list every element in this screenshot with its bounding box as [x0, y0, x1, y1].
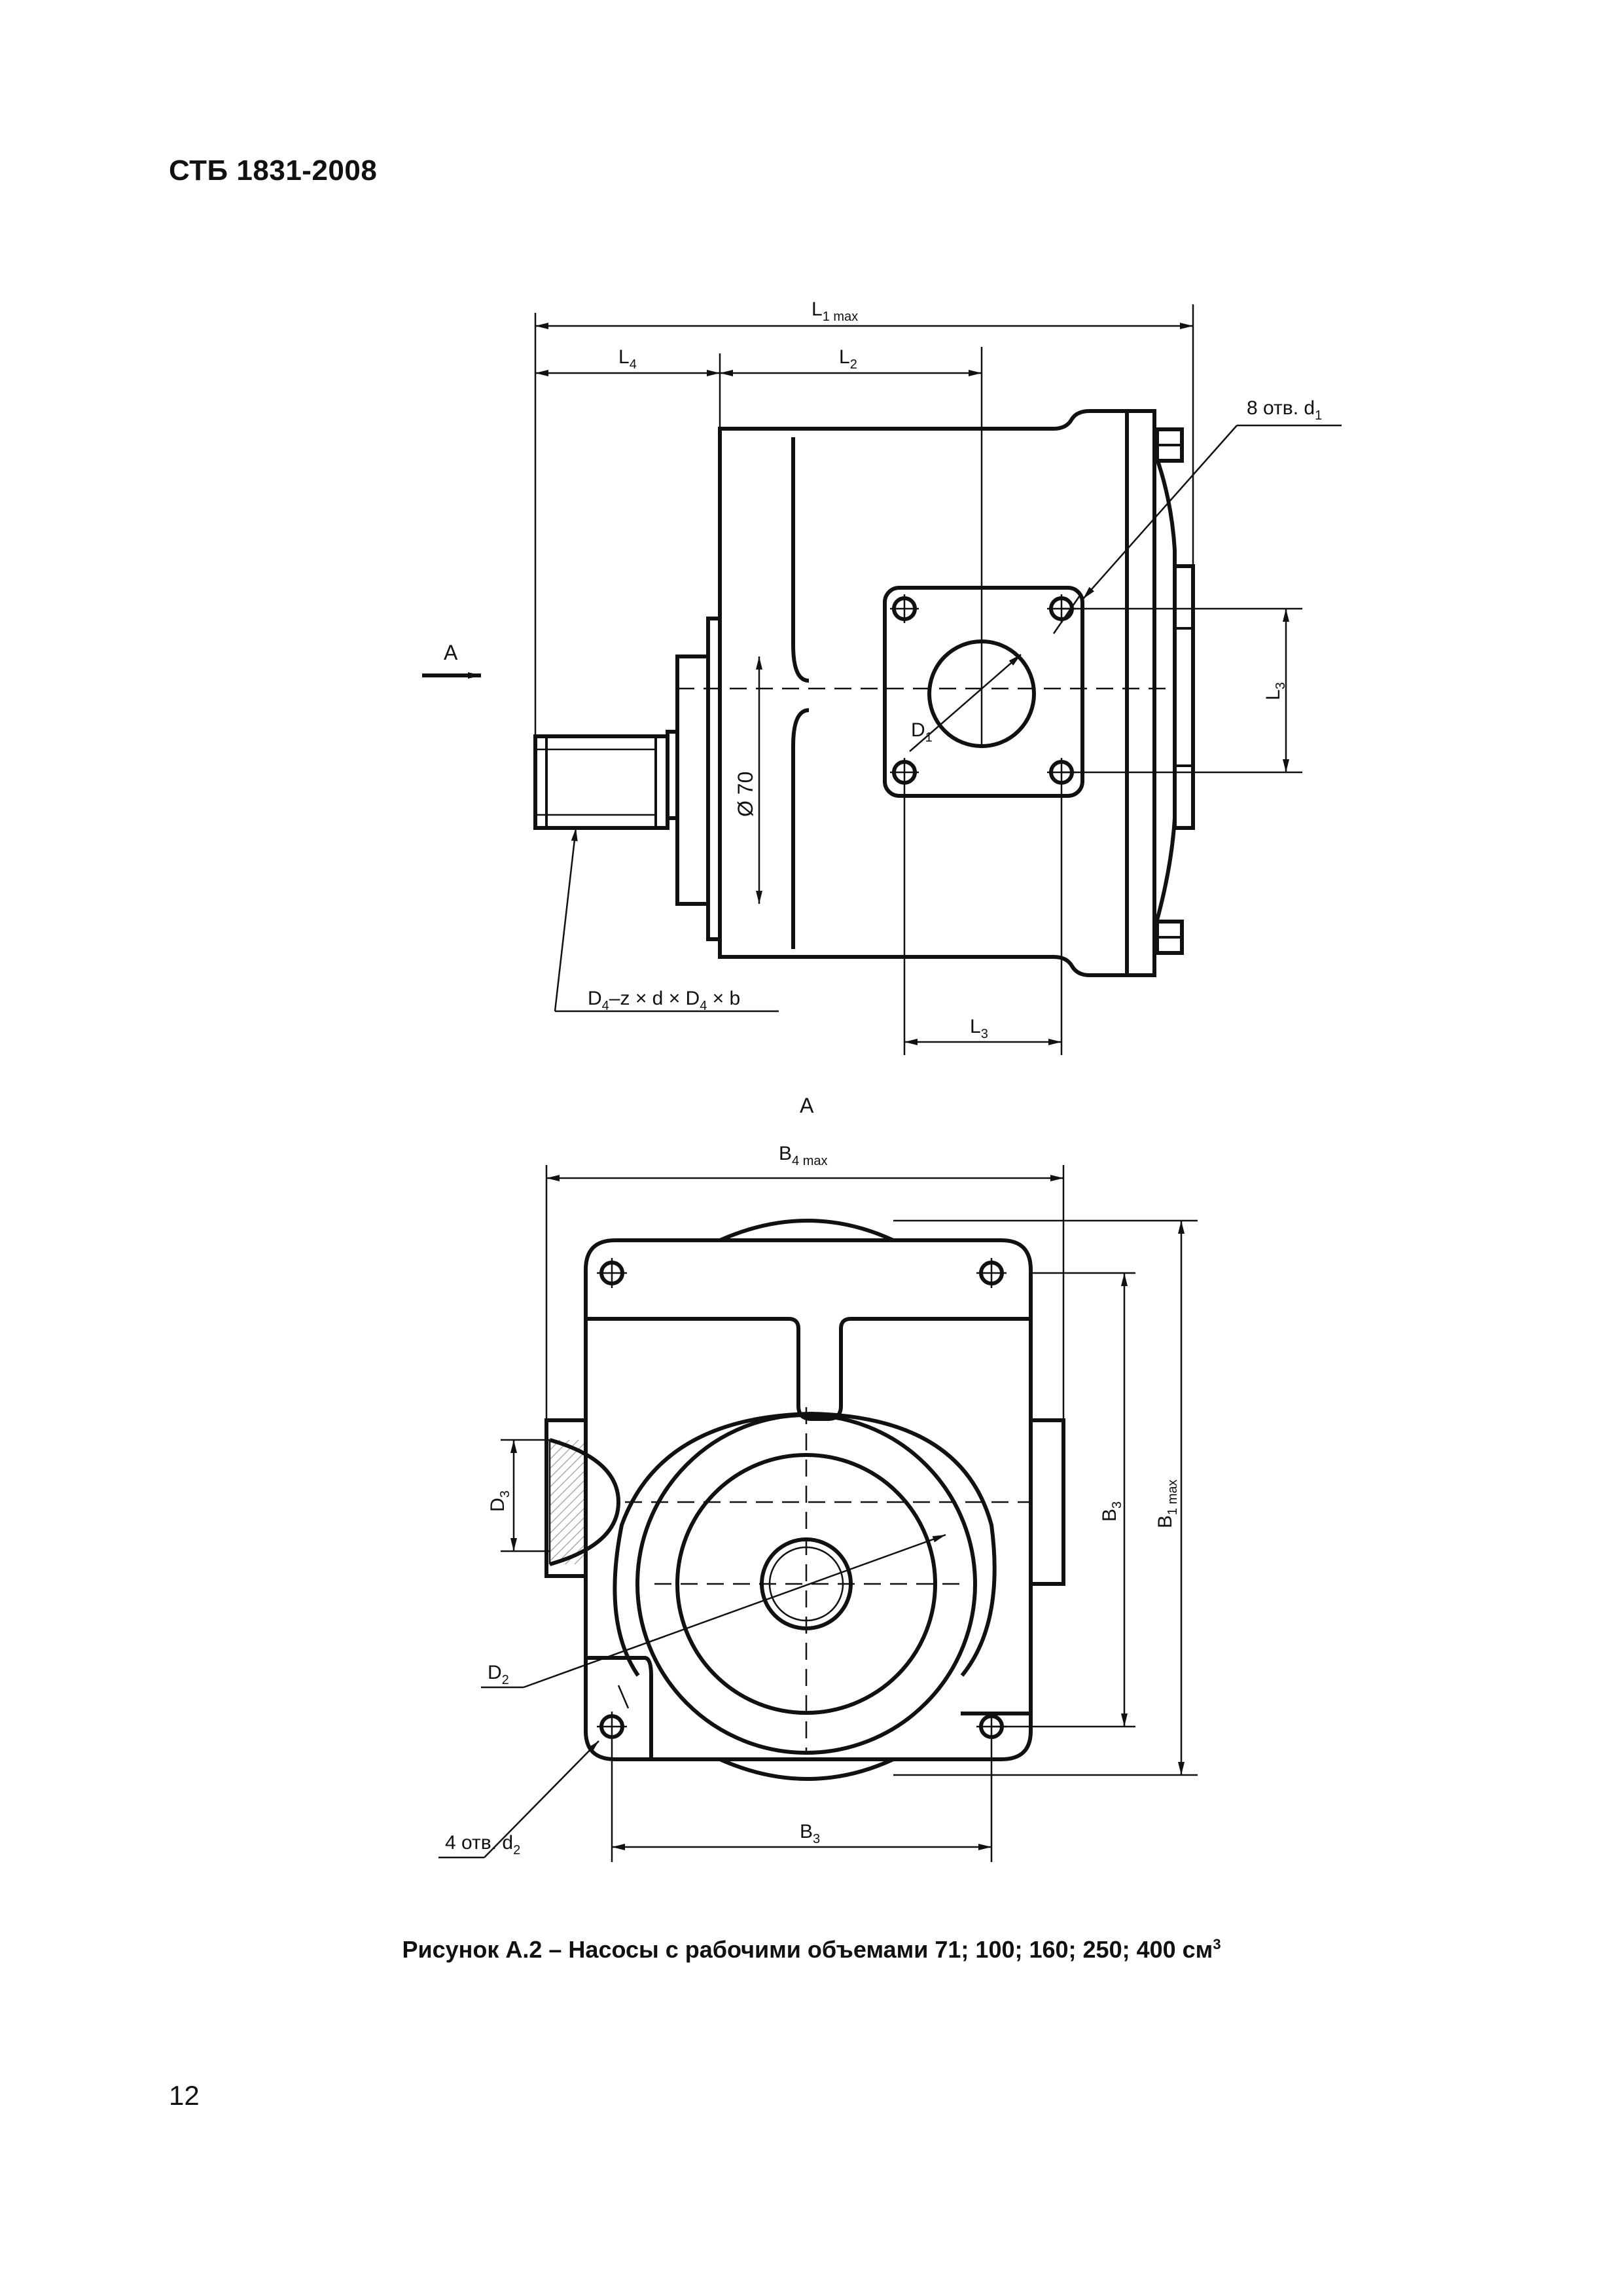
caption-superscript: 3: [1213, 1936, 1221, 1952]
mount-hole-bl: [597, 1712, 627, 1742]
label-L3-bottom: L3: [970, 1016, 988, 1041]
label-4-holes: 4 отв. d2: [445, 1832, 520, 1857]
side-view: [533, 347, 1195, 977]
side-view-dimensions: [422, 304, 1342, 1055]
mount-hole-tr: [976, 1258, 1007, 1288]
label-phi70: Ø 70: [734, 772, 757, 817]
label-D1: D1: [911, 719, 933, 745]
document-code: СТБ 1831-2008: [169, 154, 378, 187]
label-spline: D4–z × d × D4 × b: [588, 988, 740, 1013]
label-L2: L2: [839, 346, 857, 372]
label-8-holes: 8 отв. d1: [1247, 397, 1322, 423]
figure-caption: Рисунок А.2 – Насосы с рабочими объемами…: [0, 1936, 1623, 1964]
label-L4: L4: [618, 346, 637, 372]
port-hole-tl: [890, 594, 919, 623]
page-number: 12: [169, 2080, 200, 2111]
label-arrow-A: A: [444, 641, 458, 664]
port-hole-bl: [890, 758, 919, 787]
label-B1max: B1 max: [1154, 1480, 1180, 1528]
front-view-dimensions: [438, 1165, 1198, 1862]
label-L1max: L1 max: [812, 298, 858, 324]
label-D2: D2: [488, 1662, 509, 1687]
label-B3-vertical: B3: [1099, 1501, 1124, 1522]
caption-text: Рисунок А.2 – Насосы с рабочими объемами…: [402, 1936, 1213, 1963]
label-view-A: A: [800, 1094, 814, 1117]
label-L3-right: L3: [1262, 682, 1288, 700]
label-B4max: B4 max: [779, 1143, 827, 1168]
label-D3: D3: [487, 1490, 512, 1512]
front-view: [544, 1219, 1065, 1781]
mount-hole-tl: [597, 1258, 627, 1288]
label-B3-bottom: B3: [800, 1821, 820, 1846]
